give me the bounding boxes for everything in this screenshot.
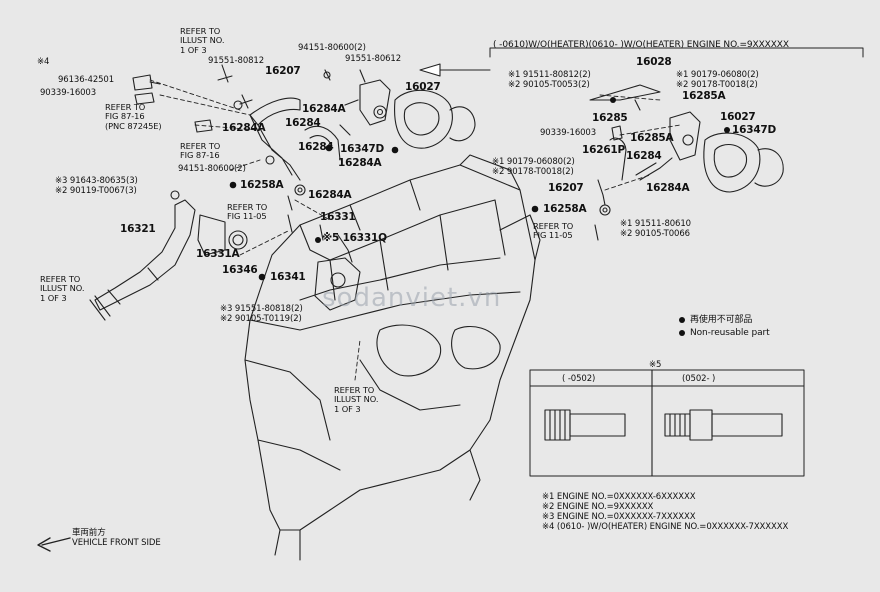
refer-fig87a[interactable]: REFER TO FIG 87-16 (PNC 87245E) (105, 102, 162, 131)
turbo-upper (394, 89, 453, 149)
refer-fig87b[interactable]: REFER TO FIG 87-16 (180, 141, 221, 161)
refer-illust-top[interactable]: REFER TO ILLUST NO. 1 OF 3 (180, 26, 225, 55)
part-16207a[interactable]: 16207 (265, 65, 301, 77)
part-16285A-a[interactable]: 16285A (682, 90, 726, 102)
part-16331Q[interactable]: ※5 16331Q (322, 232, 387, 244)
part-96136[interactable]: 96136-42501 (58, 75, 115, 85)
part-16284A-b[interactable]: 16284A (302, 103, 346, 115)
part-16347D-b[interactable]: 16347D (732, 124, 777, 136)
parts-table (529, 369, 805, 477)
part-290178a[interactable]: ※2 90178-T0018(2) (676, 80, 758, 90)
legend-en: Non-reusable part (690, 328, 770, 338)
part-16284-c[interactable]: 16284 (626, 150, 662, 162)
table-title: ※5 (649, 360, 662, 370)
part-90339b[interactable]: 90339-16003 (540, 128, 597, 138)
part-16028[interactable]: 16028 (636, 56, 672, 68)
part-16331A[interactable]: 16331A (196, 248, 240, 260)
refer-fig11a[interactable]: REFER TO FIG 11-05 (227, 202, 268, 222)
front-label-jp: 車両前方 (72, 528, 106, 538)
hose-16321 (94, 199, 196, 311)
refer-illust-left[interactable]: REFER TO ILLUST NO. 1 OF 3 (40, 274, 85, 303)
part-290105a[interactable]: ※2 90105-T0119(2) (220, 314, 302, 324)
part-91551b[interactable]: 91551-80612 (345, 54, 402, 64)
table-col2: (0502- ) (682, 374, 716, 384)
part-16346[interactable]: 16346 (222, 264, 258, 276)
part-290119[interactable]: ※2 90119-T0067(3) (55, 186, 137, 196)
note-1: ※1 ENGINE NO.=0XXXXXX-6XXXXXX (542, 492, 696, 502)
refer-fig11b[interactable]: REFER TO FIG 11-05 (533, 221, 574, 241)
part-94151b[interactable]: 94151-80600(2) (298, 43, 366, 53)
part-16285A-b[interactable]: 16285A (630, 132, 674, 144)
part-16284-a[interactable]: 16284 (285, 117, 321, 129)
part-16284A-d[interactable]: 16284A (308, 189, 352, 201)
water-pipe-16207 (249, 97, 301, 126)
inset-bracket (489, 47, 864, 58)
part-16261P[interactable]: 16261P (582, 144, 626, 156)
engine-block (244, 164, 536, 531)
note4-mark: ※4 (37, 57, 50, 67)
part-16331[interactable]: 16331 (320, 211, 356, 223)
note-2: ※2 ENGINE NO.=9XXXXXX (542, 502, 654, 512)
part-16284A-c[interactable]: 16284A (338, 157, 382, 169)
legend-jp: 再使用不可部品 (690, 315, 753, 325)
part-16284-b[interactable]: 16284 (298, 141, 334, 153)
note-4: ※4 (0610- )W/O(HEATER) ENGINE NO.=0XXXXX… (542, 522, 789, 532)
part-191511b[interactable]: ※1 91511-80610 (620, 219, 691, 229)
turbo-inset (703, 132, 761, 193)
part-16321[interactable]: 16321 (120, 223, 156, 235)
part-16347D-a[interactable]: 16347D (340, 143, 385, 155)
fitting-left (544, 409, 626, 441)
part-290178b[interactable]: ※2 90178-T0018(2) (492, 167, 574, 177)
part-290105b[interactable]: ※2 90105-T0053(2) (508, 80, 590, 90)
part-190179a[interactable]: ※1 90179-06080(2) (676, 70, 759, 80)
part-16341[interactable]: 16341 (270, 271, 306, 283)
part-16284A-e[interactable]: 16284A (646, 182, 690, 194)
part-90339a[interactable]: 90339-16003 (40, 88, 97, 98)
part-16027a[interactable]: 16027 (405, 81, 441, 93)
front-arrow (37, 537, 71, 552)
part-16285[interactable]: 16285 (592, 112, 628, 124)
refer-illust-bottom[interactable]: REFER TO ILLUST NO. 1 OF 3 (334, 385, 379, 414)
inset-header: ( -0610)W/O(HEATER)(0610- )W/O(HEATER) E… (493, 40, 789, 50)
part-16207b[interactable]: 16207 (548, 182, 584, 194)
part-94151a[interactable]: 94151-80600(2) (178, 164, 246, 174)
part-191511a[interactable]: ※1 91511-80812(2) (508, 70, 591, 80)
part-16258A-a[interactable]: 16258A (240, 179, 284, 191)
part-391551[interactable]: ※3 91551-80818(2) (220, 304, 303, 314)
part-16027b[interactable]: 16027 (720, 111, 756, 123)
fitting-right (664, 409, 783, 441)
front-label-en: VEHICLE FRONT SIDE (72, 538, 161, 548)
part-190179b[interactable]: ※1 90179-06080(2) (492, 157, 575, 167)
part-290105c[interactable]: ※2 90105-T0066 (620, 229, 690, 239)
table-col1: ( -0502) (562, 374, 596, 384)
part-16258A-b[interactable]: 16258A (543, 203, 587, 215)
watermark: sodanviet.vn (322, 283, 502, 313)
part-16284A-a[interactable]: 16284A (222, 122, 266, 134)
note-3: ※3 ENGINE NO.=0XXXXXX-7XXXXXX (542, 512, 696, 522)
part-391643[interactable]: ※3 91643-80635(3) (55, 176, 138, 186)
part-91551a[interactable]: 91551-80812 (208, 56, 265, 66)
